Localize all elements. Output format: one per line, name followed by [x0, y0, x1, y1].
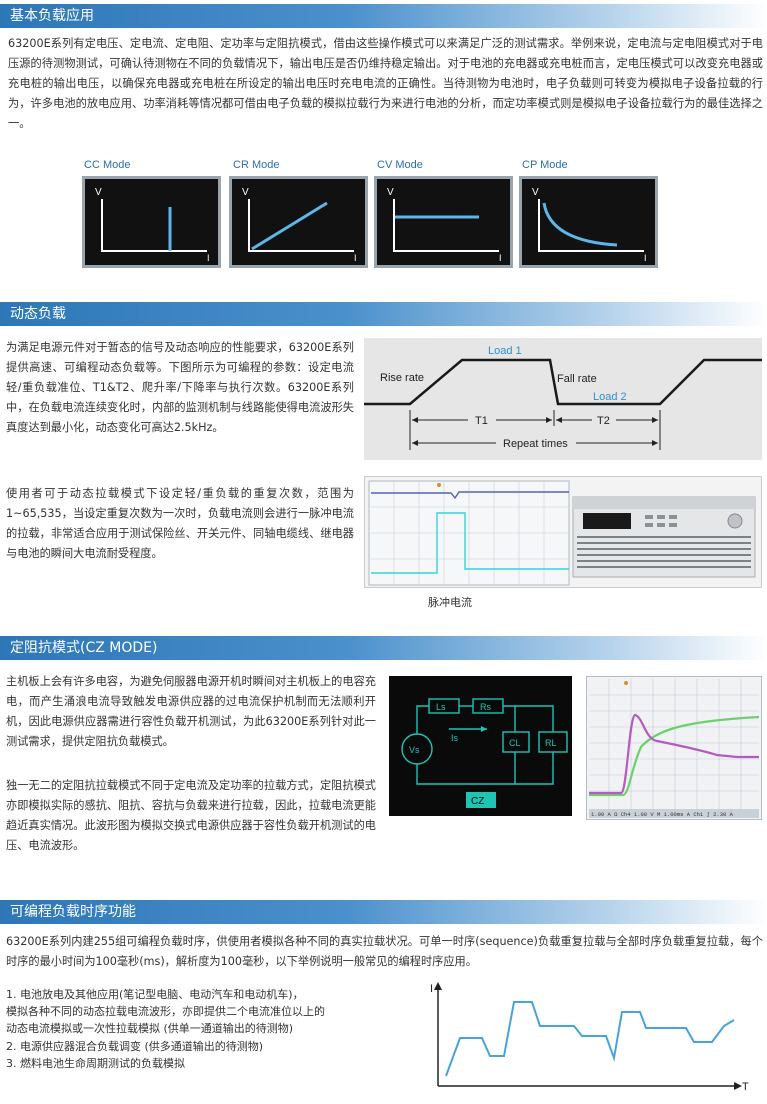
cr-axis-v: V [242, 187, 249, 198]
is-label: Is [451, 733, 459, 743]
seq-axis-i: I [430, 983, 433, 995]
load1-label: Load 1 [488, 345, 522, 357]
cz-scope-waveform: 1.00 A Ω Ch4 1.00 V M 1.00ms A Ch1 ʃ 2.3… [586, 676, 762, 820]
cv-axis-v: V [387, 187, 394, 198]
cr-mode-label: CR Mode [233, 159, 280, 171]
cv-axis-i: I [499, 253, 502, 263]
program-list-item-2: 2. 电源供应器混合负载调变 (供多通道输出的待测物) [6, 1040, 264, 1053]
cz-paragraph-1: 主机板上会有许多电容，为避免伺服器电源开机时瞬间对主机板上的电容充电，而产生涌浪… [6, 675, 376, 748]
rs-label: Rs [480, 702, 491, 712]
section-header-program: 可编程负载时序功能 [0, 900, 767, 924]
rl-label: RL [545, 738, 557, 748]
program-list-item-1: 1. 电池放电及其他应用(笔记型电脑、电动汽车和电动机车)， [6, 988, 304, 1001]
cc-mode-graph: V I [82, 176, 221, 268]
cz-circuit-diagram: Ls Rs CL RL Vs Is CZ [389, 676, 572, 816]
cp-mode-label: CP Mode [522, 159, 568, 171]
cr-mode-graph: V I [229, 176, 368, 268]
pulse-current-caption: 脉冲电流 [428, 596, 472, 609]
scope-readout: 1.00 A Ω Ch4 1.00 V M 1.00ms A Ch1 ʃ 2.3… [591, 811, 734, 818]
t1-label: T1 [475, 415, 488, 427]
section-header-dynamic: 动态负载 [0, 302, 767, 326]
load2-label: Load 2 [593, 391, 627, 403]
section-header-basic: 基本负载应用 [0, 4, 767, 28]
dynamic-paragraph-1: 为满足电源元件对于暂态的信号及动态响应的性能要求，63200E系列提供高速、可编… [6, 341, 354, 434]
repeat-times-label: Repeat times [503, 438, 568, 450]
sequence-line [445, 1001, 735, 1077]
cp-axis-i: I [644, 253, 647, 263]
load-waveform [364, 358, 762, 406]
cz-paragraph-2: 独一无二的定阻抗拉载模式不同于定电流及定功率的拉载方式，定阻抗模式亦即模拟实际的… [6, 779, 376, 852]
cp-curve [542, 202, 618, 247]
rise-rate-label: Rise rate [380, 372, 424, 384]
cz-badge: CZ [471, 796, 484, 807]
cc-mode-label: CC Mode [84, 159, 131, 171]
ls-label: Ls [436, 702, 446, 712]
cc-axis-i: I [207, 253, 210, 263]
seq-axis-t: T [742, 1081, 749, 1093]
program-list-item-3: 3. 燃料电池生命周期测试的负载模拟 [6, 1057, 185, 1070]
cp-axis-v: V [532, 187, 539, 198]
cv-mode-graph: V I [374, 176, 513, 268]
sequence-load-graph: I T [424, 978, 762, 1100]
program-list-item-1-cont-a: 模拟各种不同的动态拉载电流波形，亦即提供二个电流准位以上的 [6, 1005, 325, 1018]
cl-label: CL [509, 738, 521, 748]
fall-rate-label: Fall rate [557, 373, 597, 385]
cr-axis-i: I [354, 253, 357, 263]
t2-label: T2 [597, 415, 610, 427]
cr-curve [251, 201, 328, 251]
dynamic-load-diagram: Load 1 Load 2 Rise rate Fall rate T1 T2 … [364, 338, 762, 460]
dynamic-paragraph-2: 使用者可于动态拉载模式下设定轻/重负载的重复次数，范围为1~65,535，当设定… [6, 487, 354, 560]
vs-label: Vs [409, 745, 420, 755]
pulse-current-image [364, 476, 762, 588]
basic-paragraph: 63200E系列有定电压、定电流、定电阻、定功率与定阻抗模式，借由这些操作模式可… [8, 37, 763, 130]
cc-axis-v: V [95, 187, 102, 198]
program-paragraph: 63200E系列内建255组可编程负载时序，供使用者模拟各种不同的真实拉载状况。… [6, 935, 763, 968]
cv-mode-label: CV Mode [377, 159, 423, 171]
cp-mode-graph: V I [519, 176, 658, 268]
program-list-item-1-cont-b: 动态电流模拟或一次性拉载模拟 (供单一通道输出的待测物) [6, 1022, 294, 1035]
section-header-cz: 定阻抗模式(CZ MODE) [0, 636, 767, 660]
